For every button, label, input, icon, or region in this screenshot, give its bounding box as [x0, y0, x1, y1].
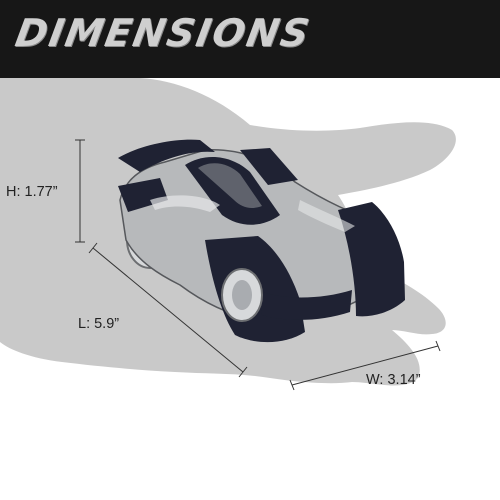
front-nose — [258, 290, 352, 320]
width-dimension-line — [289, 340, 441, 391]
car — [118, 139, 405, 343]
front-right-fender — [338, 202, 405, 317]
rear-spoiler — [118, 139, 215, 172]
length-label: L: 5.9” — [78, 316, 120, 332]
height-label: H: 1.77” — [6, 184, 58, 200]
length-dimension-line — [88, 242, 248, 378]
right-rear-fin — [240, 148, 298, 185]
title-banner: DIMENSIONS — [0, 0, 500, 78]
height-dimension-line — [75, 139, 85, 243]
width-label: W: 3.14” — [366, 372, 421, 388]
